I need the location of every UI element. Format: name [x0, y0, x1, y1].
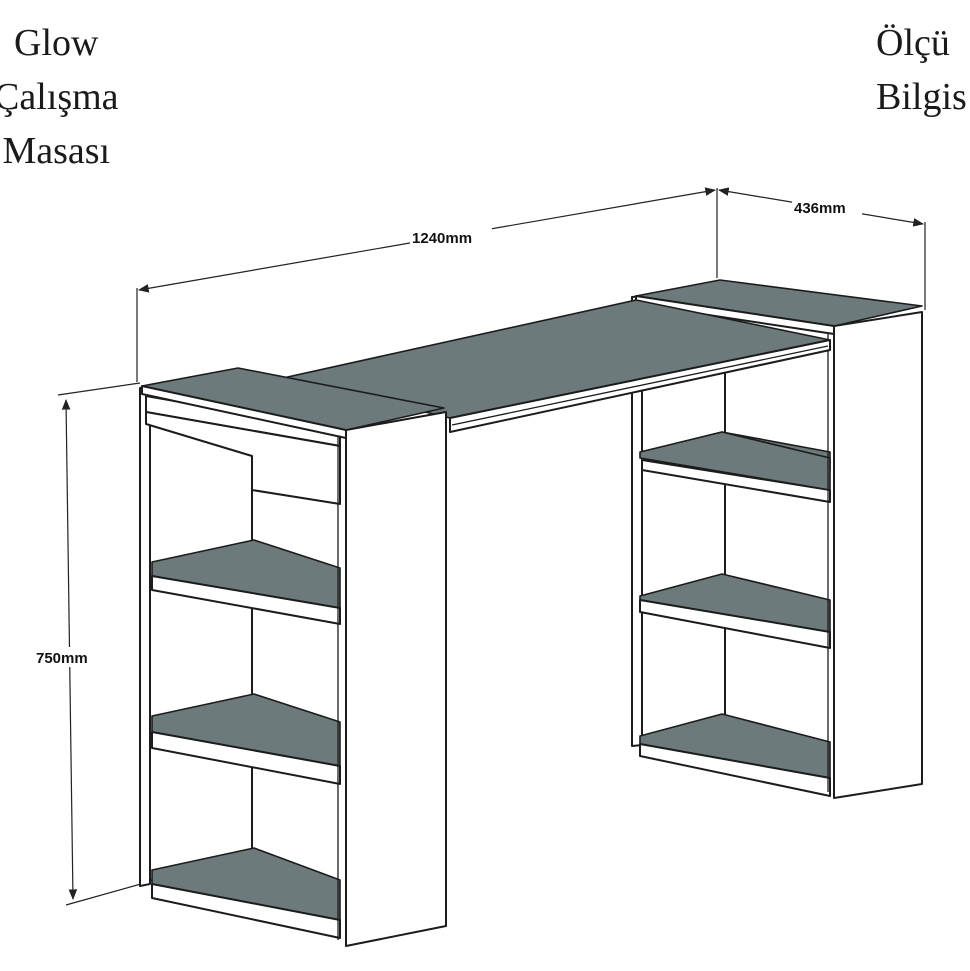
measurement-info-line-2: Bilgis — [876, 76, 967, 118]
depth-label: 436mm — [794, 200, 846, 217]
left-unit-back-panel — [149, 391, 253, 901]
measurement-info-line-1: Ölçü — [876, 22, 950, 64]
left-unit-top-edge — [141, 385, 347, 439]
product-title-line-3: Masası — [2, 130, 111, 172]
desk-top-board — [282, 299, 831, 433]
product-title-line-2: Çalışma — [0, 76, 119, 118]
right-unit-shelf-bottom-top — [639, 713, 831, 779]
left-unit-rail-2 — [145, 411, 341, 505]
product-title-line-1: Glow — [14, 22, 99, 64]
right-unit-shelf-1-top — [639, 431, 831, 491]
left-unit-shelf-1-top — [151, 539, 341, 609]
width-dimension: 1240mm — [136, 187, 718, 382]
left-shelf-unit — [139, 367, 447, 947]
left-unit-bottom-edge — [151, 883, 341, 939]
left-unit-shelf-2-edge — [151, 731, 341, 785]
height-label: 750mm — [36, 650, 88, 667]
right-unit-side-panel — [833, 311, 923, 799]
measurement-info-title: Ölçü Bilgis — [876, 16, 967, 124]
right-shelf-unit — [631, 279, 923, 799]
height-label-bg — [34, 647, 106, 667]
depth-label-bg — [792, 197, 862, 217]
desk-top-edge-line — [451, 345, 829, 426]
depth-dimension: 436mm — [717, 187, 926, 310]
width-label-bg — [410, 227, 492, 247]
height-dimension: 750mm — [34, 382, 149, 906]
left-unit-shelf-2-top — [151, 693, 341, 767]
left-unit-side-panel — [345, 411, 447, 947]
right-unit-bottom-edge — [639, 743, 831, 797]
height-extension-bottom — [65, 881, 149, 906]
right-unit-shelf-2-edge — [639, 599, 831, 649]
product-title: Glow Çalışma Masası — [0, 16, 119, 178]
height-extension-top — [57, 382, 141, 396]
left-unit-bottom-top — [151, 847, 341, 921]
width-label: 1240mm — [412, 230, 472, 247]
left-unit-shelf-1-edge — [151, 575, 341, 625]
left-unit-left-panel — [139, 385, 151, 887]
